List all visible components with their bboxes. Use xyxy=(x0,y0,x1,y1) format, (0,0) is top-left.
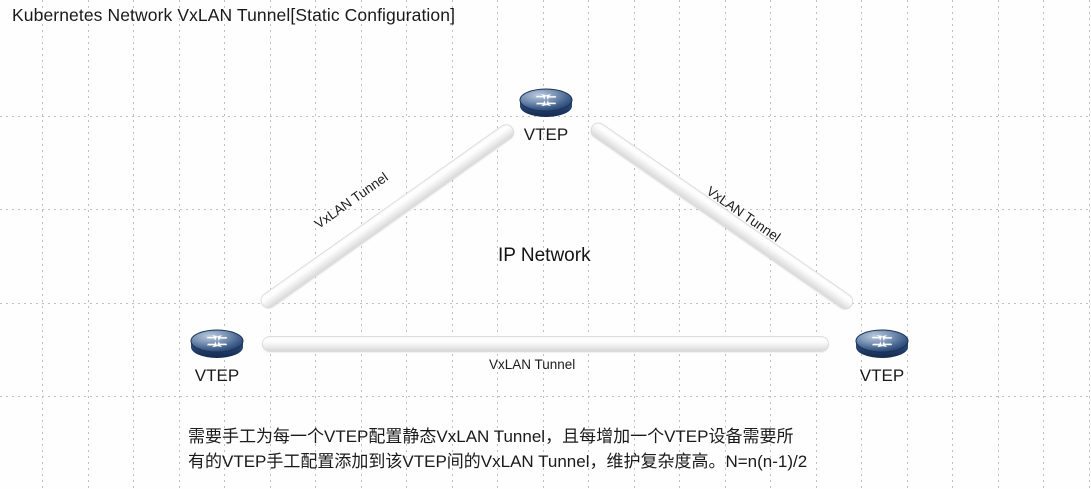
caption-block: 需要手工为每一个VTEP配置静态VxLAN Tunnel，且每增加一个VTEP设… xyxy=(188,424,948,474)
vtep-bottom-left-label: VTEP xyxy=(194,366,240,385)
tunnel-left[interactable] xyxy=(257,121,518,312)
gridline-vertical xyxy=(315,0,316,489)
gridline-vertical xyxy=(88,0,89,489)
vtep-bottom-left[interactable]: VTEP xyxy=(187,323,247,386)
gridline-horizontal xyxy=(0,209,1091,210)
gridline-vertical xyxy=(1043,0,1044,489)
gridline-vertical xyxy=(270,0,271,489)
gridline-vertical xyxy=(406,0,407,489)
gridline-vertical xyxy=(816,0,817,489)
gridline-vertical xyxy=(861,0,862,489)
gridline-vertical xyxy=(179,0,180,489)
gridline-vertical xyxy=(634,0,635,489)
router-icon xyxy=(516,82,576,124)
router-icon xyxy=(187,323,247,365)
gridline-vertical xyxy=(452,0,453,489)
vtep-top[interactable]: VTEP xyxy=(516,82,576,145)
gridline-vertical xyxy=(42,0,43,489)
caption-line-1: 需要手工为每一个VTEP配置静态VxLAN Tunnel，且每增加一个VTEP设… xyxy=(188,427,794,446)
ip-network-label: IP Network xyxy=(498,245,591,266)
gridline-vertical xyxy=(998,0,999,489)
gridline-vertical xyxy=(679,0,680,489)
gridline-vertical xyxy=(725,0,726,489)
gridline-horizontal xyxy=(0,303,1091,304)
caption-line-2: 有的VTEP手工配置添加到该VTEP间的VxLAN Tunnel，维护复杂度高。… xyxy=(188,452,808,471)
vtep-bottom-right[interactable]: VTEP xyxy=(852,323,912,386)
vtep-bottom-right-label: VTEP xyxy=(859,366,905,385)
gridline-vertical xyxy=(224,0,225,489)
tunnel-bottom[interactable] xyxy=(262,336,829,352)
tunnel-bottom-label: VxLAN Tunnel xyxy=(489,357,576,372)
tunnel-right[interactable] xyxy=(587,119,857,313)
gridline-vertical xyxy=(907,0,908,489)
gridline-vertical xyxy=(952,0,953,489)
router-icon xyxy=(852,323,912,365)
vtep-top-label: VTEP xyxy=(523,125,569,144)
gridline-vertical xyxy=(1089,0,1090,489)
page-title: Kubernetes Network VxLAN Tunnel[Static C… xyxy=(12,5,456,25)
gridline-horizontal xyxy=(0,396,1091,397)
gridline-vertical xyxy=(133,0,134,489)
